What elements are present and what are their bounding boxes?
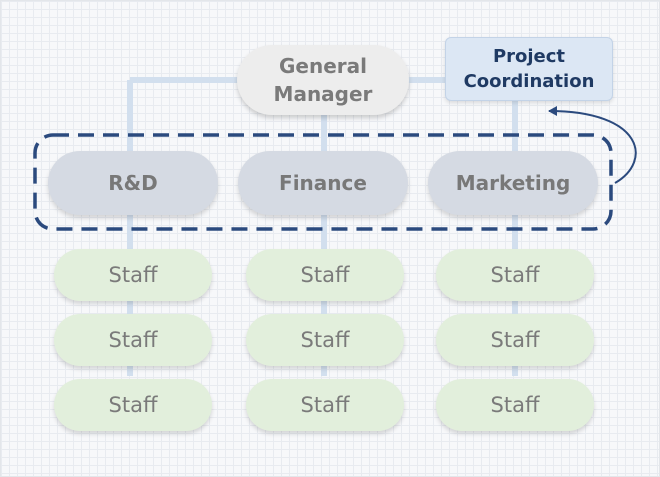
staff-label: Staff [300,263,350,287]
staff-node-marketing-1[interactable]: Staff [436,249,594,301]
department-group-border [33,133,613,231]
staff-label: Staff [490,328,540,352]
staff-node-finance-3[interactable]: Staff [246,379,404,431]
staff-label: Staff [108,328,158,352]
project-coordination-node[interactable]: Project Coordination [445,37,613,101]
staff-node-finance-1[interactable]: Staff [246,249,404,301]
department-marketing-node[interactable]: Marketing [428,151,598,215]
staff-label: Staff [300,328,350,352]
department-rd-label: R&D [108,171,158,195]
coordination-arrow [548,106,637,184]
department-finance-label: Finance [279,171,367,195]
staff-node-finance-2[interactable]: Staff [246,314,404,366]
staff-node-rd-1[interactable]: Staff [54,249,212,301]
staff-label: Staff [490,393,540,417]
staff-node-marketing-2[interactable]: Staff [436,314,594,366]
general-manager-label-line1: General [278,54,367,78]
general-manager-label-line2: Manager [273,82,373,106]
staff-node-rd-3[interactable]: Staff [54,379,212,431]
staff-label: Staff [490,263,540,287]
staff-label: Staff [300,393,350,417]
general-manager-node[interactable]: General Manager [237,45,409,115]
staff-node-marketing-3[interactable]: Staff [436,379,594,431]
project-coordination-label-line1: Project [492,46,566,67]
department-marketing-label: Marketing [455,171,571,195]
department-finance-node[interactable]: Finance [238,151,408,215]
project-coordination-label-line2: Coordination [463,71,595,92]
general-manager-label: General Manager [274,52,373,108]
staff-label: Staff [108,263,158,287]
staff-node-rd-2[interactable]: Staff [54,314,212,366]
staff-label: Staff [108,393,158,417]
department-rd-node[interactable]: R&D [48,151,218,215]
project-coordination-label: Project Coordination [464,44,595,94]
